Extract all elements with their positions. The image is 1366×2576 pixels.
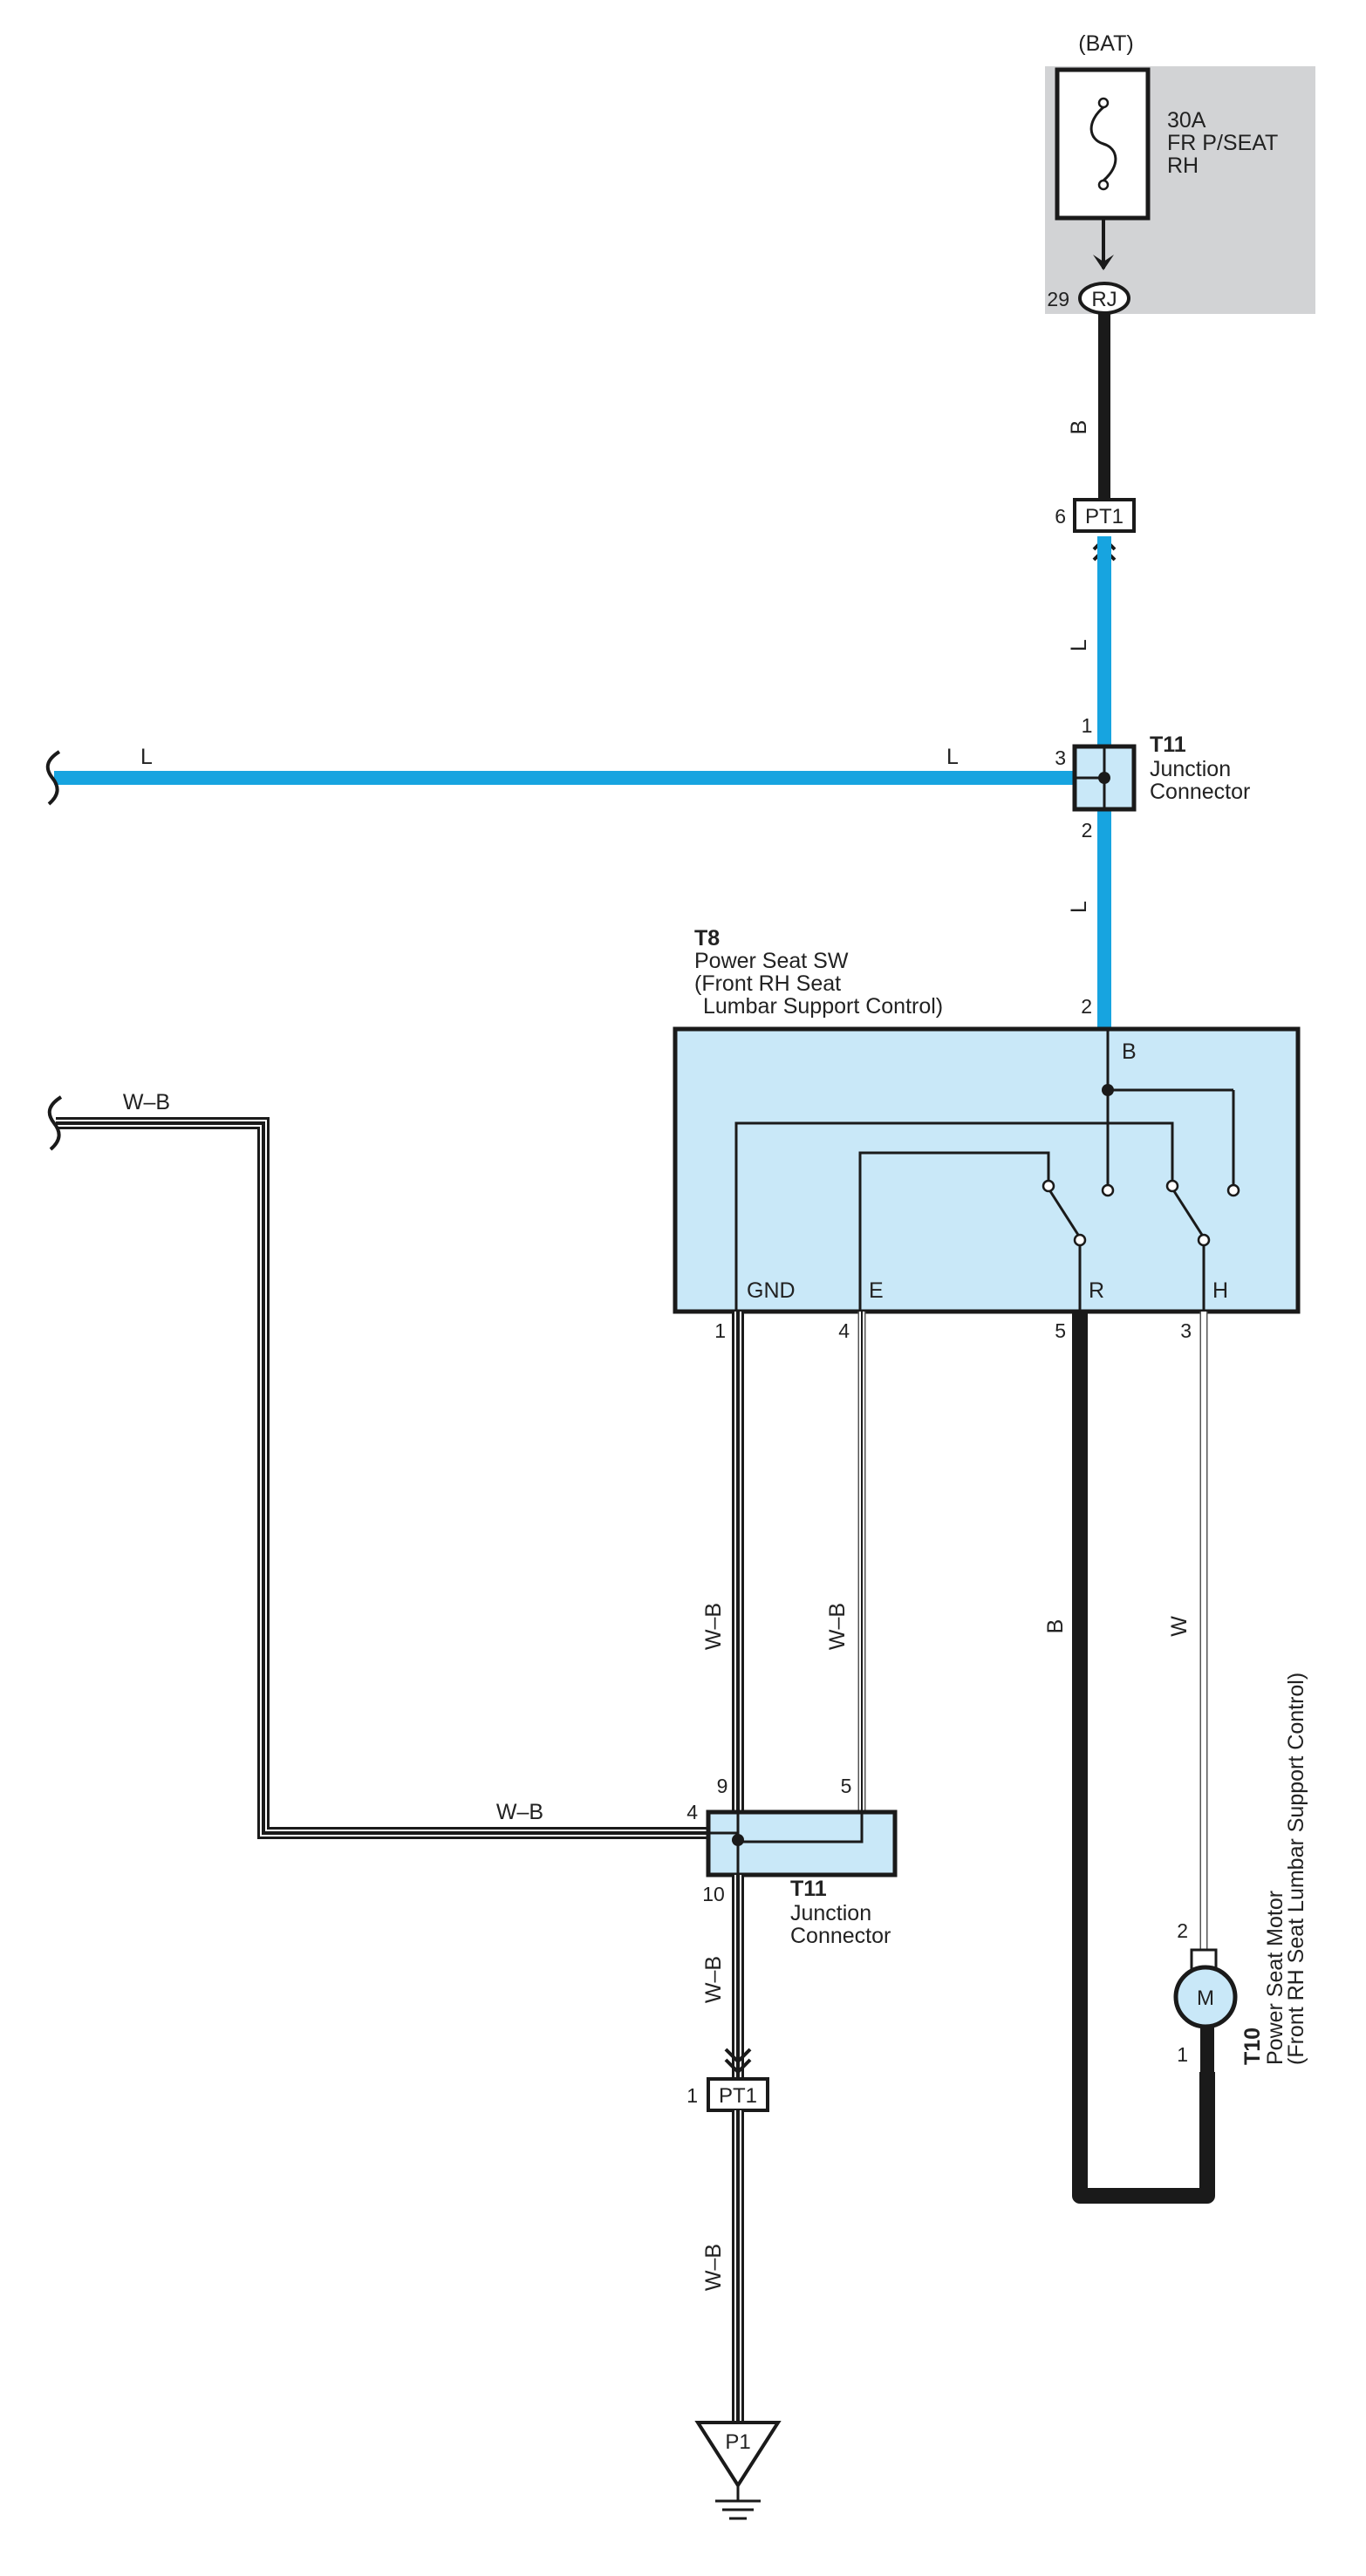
- switch-pin-e: 4: [838, 1319, 850, 1342]
- wire-wb-jc4-label: W–B: [496, 1800, 543, 1824]
- switch-pin-top: 2: [1081, 995, 1092, 1018]
- switch-id: T8: [694, 926, 720, 951]
- ground-label: P1: [725, 2430, 750, 2454]
- motor-pin-2: 2: [1177, 1919, 1188, 1942]
- fuse-terminal-bottom: [1097, 179, 1110, 191]
- junction-bottom-id: T11: [790, 1877, 827, 1901]
- switch-terminal-r: R: [1089, 1278, 1104, 1303]
- wire-b-top-label: B: [1067, 420, 1091, 435]
- junction-connector-bottom: 9 5 4 10 T11 Junction Connector: [686, 1775, 898, 1948]
- junction-bottom-pin-9: 9: [717, 1775, 728, 1797]
- junction-bottom-pin-10: 10: [702, 1883, 725, 1905]
- switch-terminal-b: B: [1122, 1039, 1137, 1064]
- wire-wb-left-label: W–B: [123, 1090, 170, 1114]
- switch-contact: [1042, 1179, 1055, 1193]
- fuse-name-line1: FR P/SEAT: [1167, 131, 1278, 155]
- connector-pt1-top: PT1 6: [1055, 498, 1136, 562]
- switch-terminal-e: E: [869, 1278, 884, 1303]
- wire-b-r: B: [1043, 1312, 1215, 2204]
- power-seat-motor: M 2 1 T10 Power Seat Motor (Front RH Sea…: [1173, 1673, 1308, 2072]
- wire-break-icon: [47, 1095, 63, 1151]
- wire-wb-below: W–B: [701, 1875, 752, 2077]
- wire-wb-gnd: W–B: [701, 1312, 744, 1814]
- connector-rj-label: RJ: [1091, 288, 1117, 311]
- chevron-down-icon: [724, 2048, 752, 2075]
- connector-pt1-bottom-label: PT1: [719, 2084, 757, 2108]
- junction-bottom-pin-5: 5: [841, 1775, 852, 1797]
- wire-wb-bottom-label: W–B: [701, 2244, 726, 2291]
- switch-contact: [1165, 1179, 1179, 1193]
- junction-bottom-line2: Connector: [790, 1924, 891, 1948]
- connector-rj: RJ 29: [1047, 282, 1130, 315]
- connector-pt1-top-pin: 6: [1055, 505, 1066, 528]
- fuse-name-line2: RH: [1167, 153, 1199, 178]
- switch-terminal-gnd: GND: [747, 1278, 796, 1303]
- switch-arm-h: [1172, 1190, 1204, 1236]
- switch-line1: Power Seat SW: [694, 949, 849, 973]
- junction-top-id: T11: [1150, 733, 1186, 757]
- switch-line3: Lumbar Support Control): [703, 994, 943, 1019]
- motor-pin-1: 1: [1177, 2043, 1188, 2066]
- arrow-down-icon: [1093, 255, 1114, 270]
- wire-wb-e: W–B: [825, 1312, 866, 1814]
- ground-p1: P1: [694, 2421, 782, 2520]
- junction-bottom-line1: Junction: [790, 1901, 871, 1925]
- connector-pt1-top-label: PT1: [1085, 505, 1124, 528]
- fuse-terminal-top: [1097, 97, 1110, 109]
- junction-connector-top: 1 2 3 T11 Junction Connector: [1055, 714, 1250, 842]
- splice-dot: [1098, 772, 1110, 784]
- motor-line1: Power Seat Motor: [1263, 1891, 1287, 2065]
- wire-w-h: W: [1167, 1312, 1208, 1967]
- junction-bottom-pin-4: 4: [686, 1801, 698, 1823]
- motor-symbol: M: [1197, 1987, 1214, 2010]
- switch-contact: [1101, 1183, 1115, 1197]
- junction-top-pin-2: 2: [1082, 819, 1093, 842]
- switch-pivot: [1073, 1233, 1087, 1247]
- wire-b-r-label: B: [1043, 1619, 1068, 1634]
- wire-l-lower-label: L: [1067, 901, 1091, 913]
- wire-break-icon: [45, 750, 61, 806]
- fuse-icon: [1089, 106, 1117, 182]
- switch-line2: (Front RH Seat: [694, 971, 841, 996]
- wire-l-right-label: L: [946, 745, 959, 769]
- splice-dot: [732, 1834, 744, 1846]
- connector-pt1-bottom-pin: 1: [686, 2084, 698, 2107]
- switch-pin-gnd: 1: [714, 1319, 726, 1342]
- switch-contact: [1226, 1183, 1240, 1197]
- splice-dot: [1102, 1084, 1114, 1096]
- connector-pt1-bottom: PT1 1: [686, 2077, 769, 2112]
- motor-line2: (Front RH Seat Lumbar Support Control): [1284, 1673, 1308, 2065]
- junction-top-pin-1: 1: [1082, 714, 1093, 737]
- switch-pin-h: 3: [1180, 1319, 1192, 1342]
- switch-terminal-h: H: [1212, 1278, 1228, 1303]
- switch-pivot: [1197, 1233, 1211, 1247]
- wire-l-left-label: L: [140, 745, 153, 769]
- switch-arm-r: [1048, 1190, 1080, 1236]
- battery-label: (BAT): [1078, 31, 1133, 56]
- wire-l-upper-label: L: [1067, 639, 1091, 651]
- fuse-box: (BAT) 30A FR P/SEAT RH: [1045, 31, 1315, 314]
- ground-triangle-icon: [694, 2421, 782, 2489]
- junction-top-line2: Connector: [1150, 780, 1250, 804]
- wire-wb-bottom: W–B: [701, 2110, 744, 2423]
- switch-pin-r: 5: [1055, 1319, 1066, 1342]
- power-seat-switch: T8 Power Seat SW (Front RH Seat Lumbar S…: [673, 926, 1301, 1342]
- wire-wb-left: W–B W–B: [47, 1090, 712, 1839]
- wire-wb-gnd-label: W–B: [701, 1603, 726, 1650]
- wire-wb-below-label: W–B: [701, 1956, 726, 2003]
- wire-wb-e-label: W–B: [825, 1603, 850, 1650]
- fuse-rating: 30A: [1167, 108, 1206, 133]
- junction-top-line1: Junction: [1150, 757, 1231, 781]
- wire-w-h-label: W: [1167, 1616, 1192, 1637]
- motor-id: T10: [1240, 2027, 1265, 2065]
- junction-top-pin-3: 3: [1055, 746, 1066, 769]
- connector-rj-pin: 29: [1047, 288, 1069, 310]
